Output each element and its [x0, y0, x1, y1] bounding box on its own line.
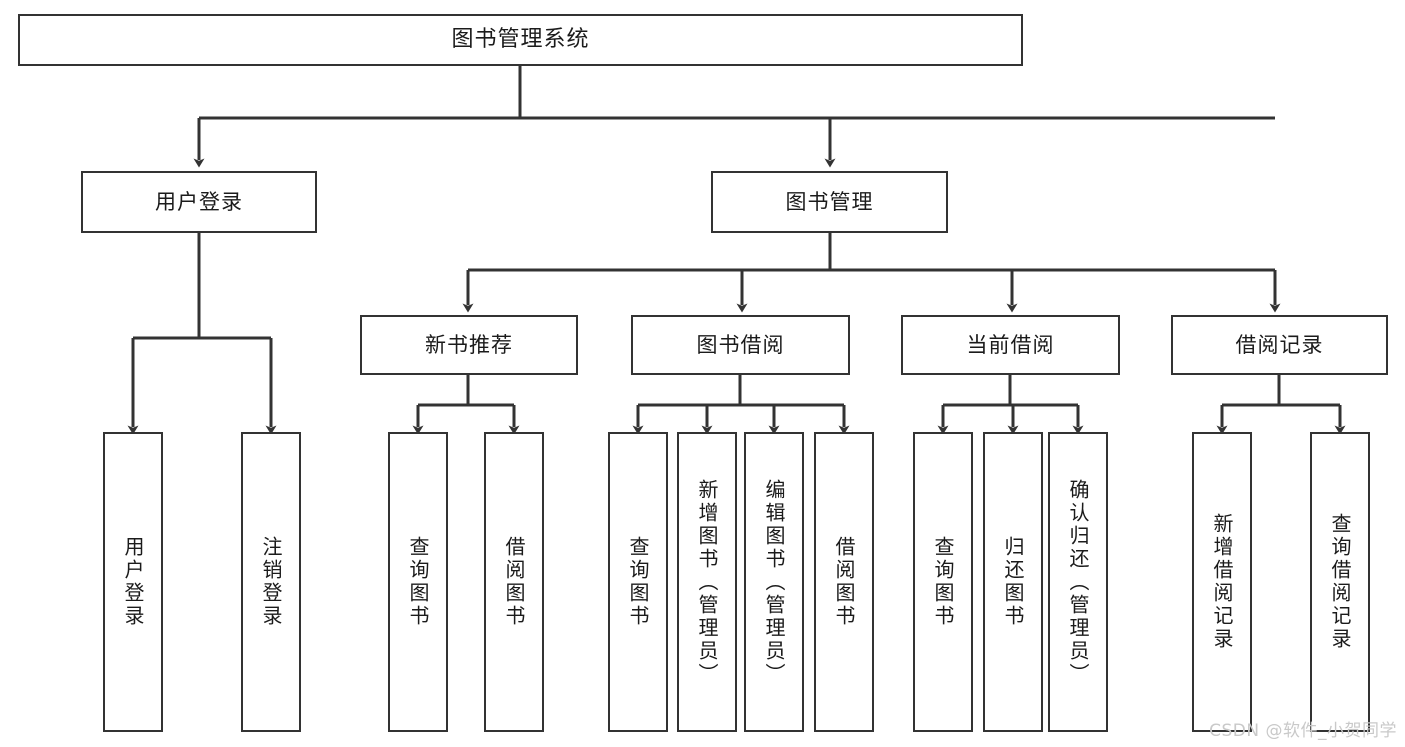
leaf-borrow-edit-book[interactable]: 编辑图书（管理员） — [744, 432, 804, 732]
node-label: 当前借阅 — [966, 332, 1055, 357]
leaf-current-confirm-return[interactable]: 确认归还（管理员） — [1048, 432, 1108, 732]
leaf-borrow-borrow-book[interactable]: 借阅图书 — [814, 432, 874, 732]
node-label: 编辑图书（管理员） — [762, 478, 786, 686]
node-label: 查询借阅记录 — [1328, 513, 1352, 651]
node-label: 查询图书 — [931, 536, 955, 628]
node-label: 确认归还（管理员） — [1066, 478, 1090, 686]
node-book-management[interactable]: 图书管理 — [711, 171, 948, 233]
node-label: 用户登录 — [155, 189, 243, 214]
node-label: 查询图书 — [406, 536, 430, 628]
node-borrow-record[interactable]: 借阅记录 — [1171, 315, 1388, 375]
node-label: 新书推荐 — [425, 332, 513, 357]
leaf-record-add[interactable]: 新增借阅记录 — [1192, 432, 1252, 732]
node-root-system[interactable]: 图书管理系统 — [18, 14, 1023, 66]
leaf-recommend-borrow-book[interactable]: 借阅图书 — [484, 432, 544, 732]
node-label: 借阅记录 — [1235, 332, 1324, 357]
node-label: 借阅图书 — [502, 536, 526, 628]
node-label: 注销登录 — [259, 536, 283, 628]
leaf-current-return-book[interactable]: 归还图书 — [983, 432, 1043, 732]
node-label: 新增借阅记录 — [1210, 513, 1234, 651]
csdn-watermark: CSDN @软件_小贺同学 — [1209, 721, 1397, 741]
node-label: 用户登录 — [121, 536, 145, 628]
node-label: 归还图书 — [1001, 536, 1025, 628]
node-label: 查询图书 — [626, 536, 650, 628]
leaf-borrow-add-book[interactable]: 新增图书（管理员） — [677, 432, 737, 732]
node-book-borrow[interactable]: 图书借阅 — [631, 315, 850, 375]
node-label: 图书管理系统 — [451, 27, 590, 53]
node-new-book-recommend[interactable]: 新书推荐 — [360, 315, 578, 375]
node-label: 新增图书（管理员） — [695, 478, 719, 686]
leaf-recommend-query-book[interactable]: 查询图书 — [388, 432, 448, 732]
leaf-record-query[interactable]: 查询借阅记录 — [1310, 432, 1370, 732]
leaf-user-login[interactable]: 用户登录 — [103, 432, 163, 732]
leaf-borrow-query-book[interactable]: 查询图书 — [608, 432, 668, 732]
node-current-borrow[interactable]: 当前借阅 — [901, 315, 1120, 375]
node-label: 图书管理 — [785, 189, 874, 214]
node-label: 借阅图书 — [832, 536, 856, 628]
leaf-current-query-book[interactable]: 查询图书 — [913, 432, 973, 732]
node-user-login[interactable]: 用户登录 — [81, 171, 317, 233]
leaf-logout[interactable]: 注销登录 — [241, 432, 301, 732]
node-label: 图书借阅 — [696, 332, 785, 357]
